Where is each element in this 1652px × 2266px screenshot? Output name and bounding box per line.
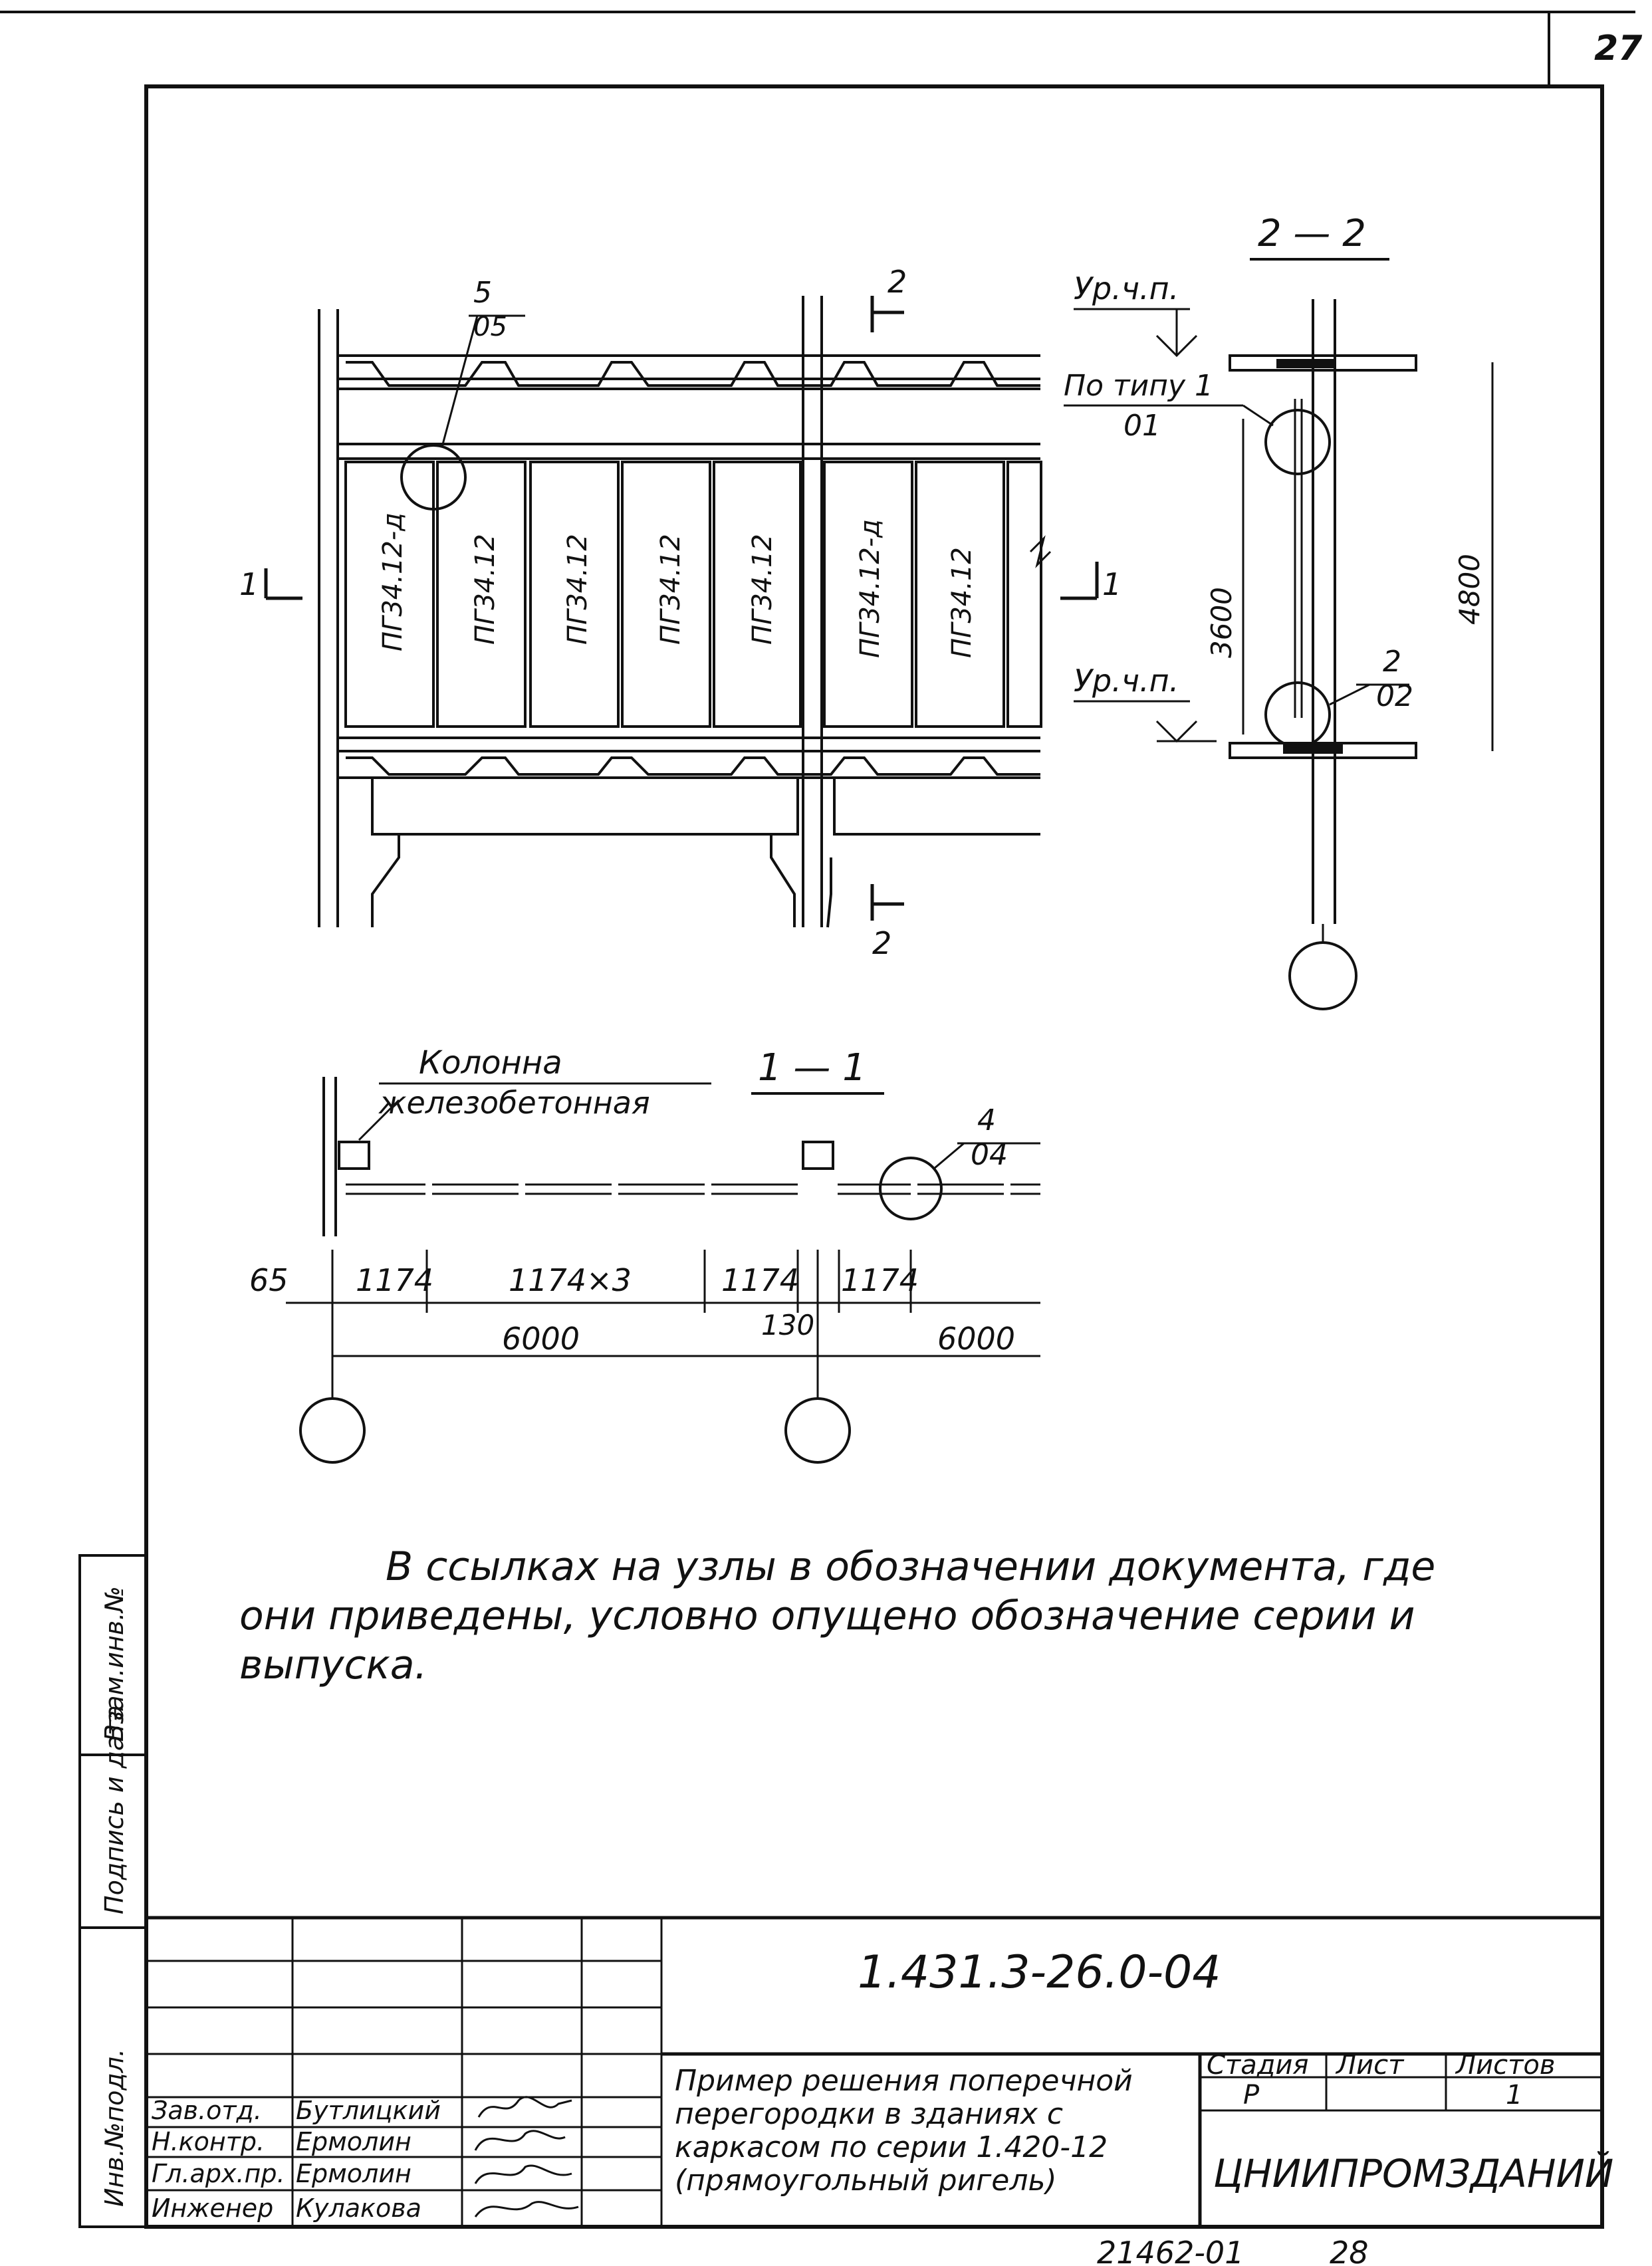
sig-name-4: Кулакова xyxy=(296,2194,421,2223)
side-stamp-inv: Инв.№подл. xyxy=(100,2049,129,2207)
cut-mark-2-top: 2 xyxy=(870,264,907,332)
title-block: 1.431.3-26.0-04 Пример решения поперечно… xyxy=(144,1916,1613,2229)
panel-4 xyxy=(621,461,711,728)
signature-scribble-2 xyxy=(474,2130,566,2151)
panel-label-3: ПГ34.12 xyxy=(562,534,593,645)
svg-text:По типу 1: По типу 1 xyxy=(1064,369,1213,403)
bottom-page: 28 xyxy=(1330,2235,1369,2266)
svg-text:1174: 1174 xyxy=(841,1262,919,1298)
svg-text:04: 04 xyxy=(971,1138,1008,1172)
cut-mark-2-bottom: 2 xyxy=(870,884,904,961)
svg-text:4: 4 xyxy=(977,1103,996,1137)
panel-label-7: ПГ34.12 xyxy=(947,547,977,658)
panel-3 xyxy=(529,461,620,728)
sig-name-3: Ермолин xyxy=(296,2159,412,2188)
sig-role-1: Зав.отд. xyxy=(152,2096,262,2125)
axis-bubble-mid xyxy=(784,1397,851,1464)
sig-role-3: Гл.арх.пр. xyxy=(152,2159,285,2188)
signature-scribble-4 xyxy=(474,2201,579,2217)
detail-callout-5: 5 05 xyxy=(400,276,525,510)
side-stamp-podpis: Подпись и дата xyxy=(100,1705,129,1914)
sig-role-2: Н.контр. xyxy=(152,2127,265,2156)
panel-label-6: ПГ34.12-д xyxy=(855,519,885,658)
title-line-1: Пример решения поперечной xyxy=(675,2064,1133,2098)
panel-label-5: ПГ34.12 xyxy=(747,534,778,645)
svg-text:1: 1 xyxy=(1102,566,1121,602)
page-number: 27 xyxy=(1594,29,1643,68)
panel-2 xyxy=(436,461,527,728)
panel-label-1: ПГ34.12-д xyxy=(378,512,408,651)
side-stamp-vzam: Взам.инв.№ xyxy=(100,1586,129,1742)
panel-5 xyxy=(713,461,802,728)
svg-text:01: 01 xyxy=(1123,409,1161,443)
axis-bubble-section xyxy=(1288,941,1357,1010)
wall-panels: ПГ34.12-д ПГ34.12 ПГ34.12 ПГ34.12 ПГ34.1… xyxy=(344,461,1042,728)
svg-text:Ур.ч.п.: Ур.ч.п. xyxy=(1074,271,1179,306)
svg-text:65: 65 xyxy=(249,1262,289,1298)
panel-label-2: ПГ34.12 xyxy=(470,534,501,645)
panel-1 xyxy=(344,461,435,728)
organization: ЦНИИПРОМЗДАНИЙ xyxy=(1213,2150,1613,2196)
svg-text:130: 130 xyxy=(761,1309,814,1341)
svg-text:4800: 4800 xyxy=(1453,554,1486,625)
note-line-2: они приведены, условно опущено обозначен… xyxy=(239,1593,1415,1639)
drawing-frame xyxy=(144,84,1604,2229)
note-line-1: В ссылках на узлы в обозначении документ… xyxy=(386,1543,1436,1590)
panel-7 xyxy=(915,461,1005,728)
title-line-4: (прямоугольный ригель) xyxy=(675,2164,1057,2198)
panel-label-4: ПГ34.12 xyxy=(655,534,686,645)
svg-text:железобетонная: железобетонная xyxy=(378,1085,650,1121)
stage-header: Стадия xyxy=(1207,2050,1308,2081)
svg-text:2: 2 xyxy=(872,925,891,961)
elevation-view xyxy=(318,296,1052,928)
section-1-1: 1 — 1 Колонна железобетонная 4 04 65 117… xyxy=(249,1044,1040,1464)
svg-text:2: 2 xyxy=(887,264,907,300)
bottom-code: 21462-01 xyxy=(1097,2235,1244,2266)
axis-bubble-left xyxy=(299,1397,366,1464)
svg-text:Ур.ч.п.: Ур.ч.п. xyxy=(1074,663,1179,699)
svg-text:05: 05 xyxy=(473,312,507,342)
panel-6 xyxy=(823,461,913,728)
sig-role-4: Инженер xyxy=(152,2194,273,2223)
svg-text:Колонна: Колонна xyxy=(419,1044,562,1081)
svg-text:3600: 3600 xyxy=(1205,587,1238,658)
panel-8-partial xyxy=(1006,461,1042,728)
signature-scribble-1 xyxy=(477,2096,572,2118)
sheets-value: 1 xyxy=(1506,2080,1522,2110)
svg-text:1: 1 xyxy=(239,566,259,602)
sheets-header: Листов xyxy=(1455,2050,1555,2081)
title-line-3: каркасом по серии 1.420-12 xyxy=(675,2130,1108,2164)
sheet-header: Лист xyxy=(1335,2050,1405,2081)
svg-text:5: 5 xyxy=(473,276,492,310)
cut-mark-1-left: 1 xyxy=(239,566,302,602)
sig-name-1: Бутлицкий xyxy=(296,2096,441,2125)
section-1-title: 1 — 1 xyxy=(758,1046,866,1089)
section-2-2: 2 — 2 Ур.ч.п. Ур.ч.п. По типу 1 01 2 02 xyxy=(1064,212,1494,1010)
section-2-title: 2 — 2 xyxy=(1258,212,1366,255)
general-note: В ссылках на узлы в обозначении документ… xyxy=(239,1542,1489,1690)
cut-mark-1-right: 1 xyxy=(1060,562,1121,602)
svg-text:6000: 6000 xyxy=(502,1321,580,1357)
sig-name-2: Ермолин xyxy=(296,2127,412,2156)
svg-text:02: 02 xyxy=(1376,679,1413,713)
side-stamp: Взам.инв.№ Подпись и дата Инв.№подл. xyxy=(78,1554,148,2228)
note-line-3: выпуска. xyxy=(239,1642,427,1688)
svg-text:2: 2 xyxy=(1383,645,1401,679)
svg-text:1174: 1174 xyxy=(721,1262,799,1298)
doc-code: 1.431.3-26.0-04 xyxy=(858,1946,1221,1999)
stage-value: Р xyxy=(1243,2080,1260,2110)
svg-text:1174: 1174 xyxy=(356,1262,433,1298)
svg-text:1174×3: 1174×3 xyxy=(509,1262,632,1298)
svg-text:6000: 6000 xyxy=(937,1321,1015,1357)
title-line-2: перегородки в зданиях с xyxy=(675,2097,1063,2131)
signature-scribble-3 xyxy=(474,2164,572,2184)
